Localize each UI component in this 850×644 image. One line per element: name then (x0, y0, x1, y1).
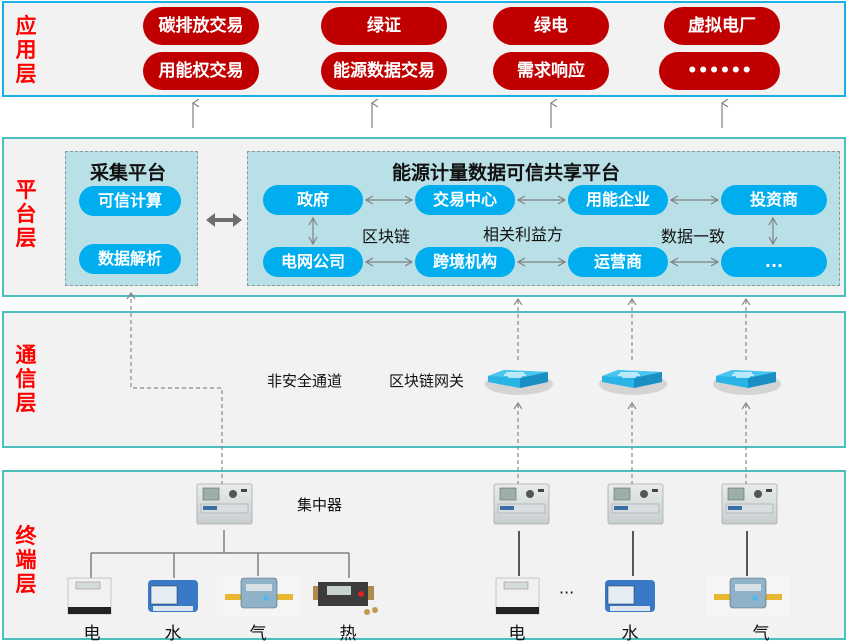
blockchain-gateway-label: 区块链网关 (389, 372, 465, 390)
application-layer-label: 应用层 (14, 14, 38, 86)
caption-stakeholders: 相关利益方 (483, 225, 564, 244)
app-green-certificate[interactable]: 绿证 (321, 7, 447, 45)
app-virtual-power-plant[interactable]: 虚拟电厂 (664, 7, 780, 45)
stakeholder-energy-enterprise[interactable]: 用能企业 (568, 185, 668, 215)
device-label-gas-2: 气 (752, 624, 770, 644)
sharing-platform-title: 能源计量数据可信共享平台 (392, 162, 621, 184)
stakeholder-more[interactable]: ... (721, 247, 827, 277)
concentrator-label: 集中器 (297, 496, 343, 514)
app-energy-rights-trading[interactable]: 用能权交易 (143, 52, 259, 90)
trusted-computing-button[interactable]: 可信计算 (79, 186, 181, 216)
platform-layer-label: 平台层 (14, 178, 38, 250)
device-label-electricity-2: 电 (508, 624, 526, 644)
device-label-electricity: 电 (83, 624, 101, 644)
stakeholder-operator[interactable]: 运营商 (568, 247, 668, 277)
terminal-layer-label: 终端层 (14, 524, 38, 596)
device-label-gas: 气 (249, 624, 267, 644)
terminal-layer (2, 470, 846, 640)
insecure-channel-label: 非安全通道 (267, 372, 343, 390)
app-demand-response[interactable]: 需求响应 (493, 52, 609, 90)
device-label-heat: 热 (339, 624, 357, 644)
stakeholder-cross-border[interactable]: 跨境机构 (415, 247, 515, 277)
app-up-arrows (193, 103, 722, 128)
caption-blockchain: 区块链 (362, 227, 411, 246)
app-carbon-trading[interactable]: 碳排放交易 (143, 7, 259, 45)
stakeholder-government[interactable]: 政府 (263, 185, 363, 215)
caption-data-consistency: 数据一致 (661, 227, 726, 246)
stakeholder-grid-company[interactable]: 电网公司 (263, 247, 363, 277)
collection-platform-title: 采集平台 (90, 162, 167, 184)
label-text: 平台层 (15, 178, 37, 250)
app-green-power[interactable]: 绿电 (493, 7, 609, 45)
label-text: 通信层 (15, 343, 37, 415)
label-text: 终端层 (15, 524, 37, 596)
label-text: 应用层 (15, 14, 37, 86)
app-more[interactable]: •••••• (659, 52, 780, 90)
devices-ellipsis: ··· (559, 583, 575, 602)
app-energy-data-trading[interactable]: 能源数据交易 (321, 52, 447, 90)
stakeholder-trading-center[interactable]: 交易中心 (415, 185, 515, 215)
data-parsing-button[interactable]: 数据解析 (79, 244, 181, 274)
stakeholder-investor[interactable]: 投资商 (721, 185, 827, 215)
device-label-water: 水 (164, 624, 182, 644)
device-label-water-2: 水 (621, 624, 639, 644)
communication-layer-label: 通信层 (14, 343, 38, 415)
